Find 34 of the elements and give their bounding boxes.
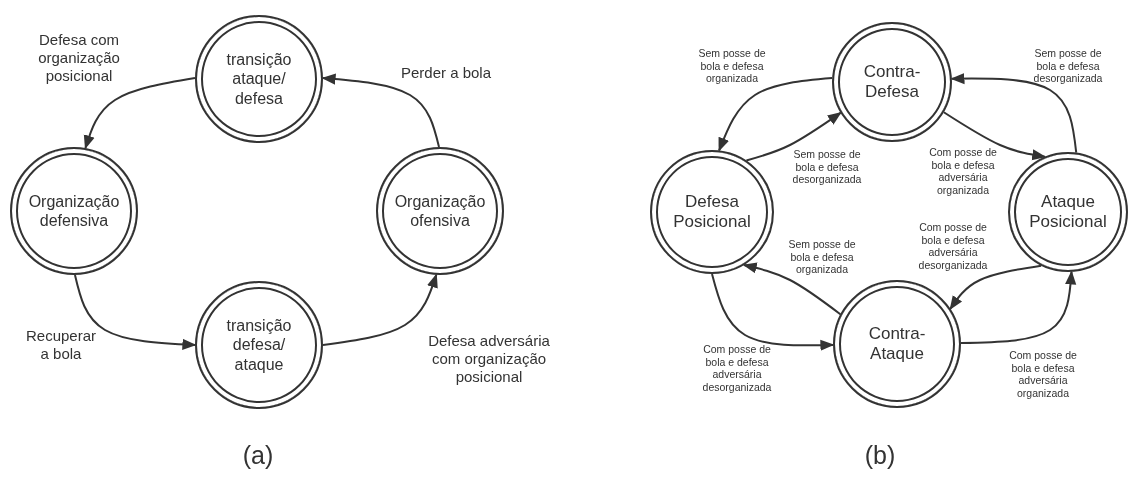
arrow (742, 262, 842, 316)
state-circle: Defesa Posicional (650, 150, 774, 274)
arrow (321, 73, 440, 148)
edge-label: Defesa adversária com organização posicional (427, 332, 551, 386)
state-circle: transição ataque/ defesa (195, 15, 323, 143)
edge-label: Sem posse de bola e defesa organizada (787, 238, 857, 276)
arrow (745, 111, 842, 162)
edge-label: Com posse de bola e defesa adversária desorganizada (701, 343, 773, 394)
arrow (73, 274, 197, 350)
arrow (949, 264, 1043, 310)
state-circle: Contra- Defesa (832, 22, 952, 142)
arrow (83, 77, 196, 150)
arrow (942, 111, 1047, 161)
edge-label: Com posse de bola e defesa adversária organizada (928, 146, 998, 197)
edge-label: Perder a bola (399, 64, 493, 82)
arrow (960, 270, 1077, 344)
edge-label: Defesa com organização posicional (37, 31, 121, 85)
arrow (718, 77, 834, 152)
panel-label: (b) (864, 440, 896, 470)
edge-label: Recuperar a bola (24, 327, 97, 363)
state-circle: Organização defensiva (10, 147, 138, 275)
edge-label: Sem posse de bola e defesa desorganizada (791, 148, 863, 186)
state-circle: transição defesa/ ataque (195, 281, 323, 409)
edge-label: Sem posse de bola e defesa desorganizada (1032, 47, 1104, 85)
state-circle: Contra- Ataque (833, 280, 961, 408)
panel-label: (a) (242, 440, 274, 470)
arrow (950, 72, 1078, 154)
arrow (711, 273, 835, 351)
edge-label: Sem posse de bola e defesa organizada (697, 47, 767, 85)
edge-label: Com posse de bola e defesa adversária organizada (1008, 349, 1078, 400)
state-circle: Organização ofensiva (376, 147, 504, 275)
edge-label: Com posse de bola e defesa adversária desorganizada (917, 221, 989, 272)
arrow (322, 273, 438, 346)
state-circle: Ataque Posicional (1008, 152, 1128, 272)
